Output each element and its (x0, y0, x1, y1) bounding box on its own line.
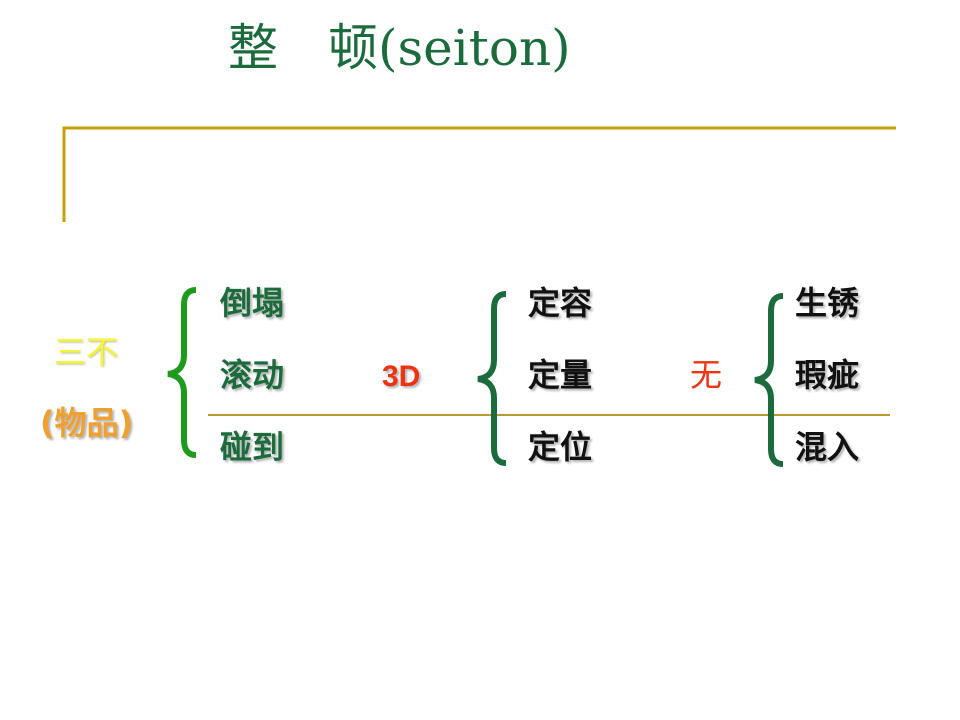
title-rule (62, 126, 896, 222)
right-item: 生锈 (795, 284, 860, 322)
items-label: (物品) (40, 404, 134, 442)
middle-brace (477, 291, 507, 466)
three-no-label: 三不 (54, 333, 119, 371)
middle-item: 定位 (528, 428, 593, 466)
left-item: 倒塌 (220, 284, 285, 322)
left-brace (167, 287, 197, 458)
left-item: 滚动 (220, 356, 285, 394)
middle-item: 定量 (528, 356, 593, 394)
middle-item: 定容 (528, 284, 593, 322)
none-label: 无 (690, 356, 723, 394)
right-item: 混入 (795, 428, 860, 466)
right-brace (754, 293, 784, 467)
right-item: 瑕疵 (795, 356, 860, 394)
slide-title: 整 顿(seiton) (228, 19, 571, 77)
3d-label: 3D (382, 360, 421, 393)
left-item: 碰到 (220, 428, 285, 466)
